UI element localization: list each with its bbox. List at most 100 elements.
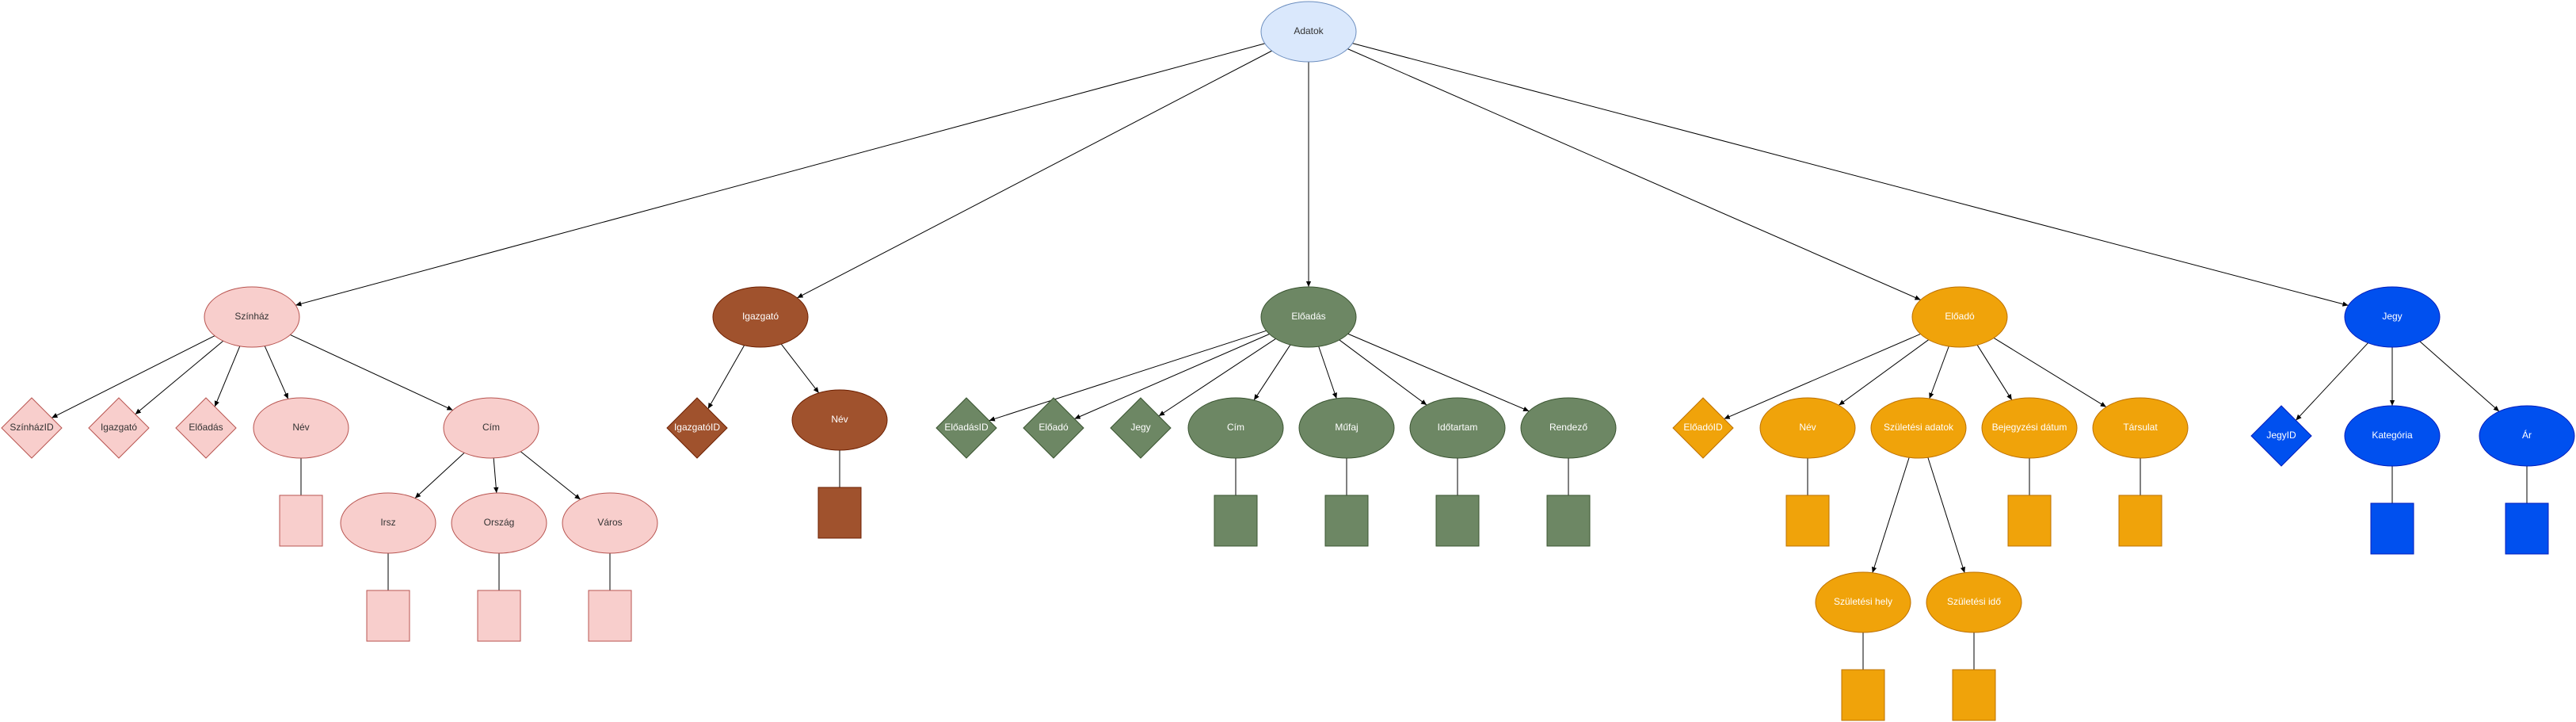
- entity-ellipse: [2344, 405, 2441, 467]
- entity-ellipse: [1981, 397, 2078, 459]
- entity-ellipse: [1520, 397, 1617, 459]
- edge-eloado-to-bejegyzesi: [1976, 345, 2013, 400]
- node-label: Ár: [2522, 429, 2532, 441]
- edge-igazgato-to-ig_nev: [780, 343, 820, 394]
- node-label: Adatok: [1294, 25, 1324, 36]
- edge-szinhaz-to-sz_eloadas: [214, 346, 241, 407]
- node-ar: Ár: [2479, 405, 2575, 467]
- node-label: JegyID: [2266, 430, 2296, 441]
- node-label: Név: [831, 414, 848, 425]
- edge-adatok-to-szinhaz: [295, 43, 1265, 307]
- node-eloado: Előadó: [1911, 286, 2008, 348]
- node-el_cim: Cím: [1187, 397, 1284, 459]
- entity-ellipse: [791, 389, 888, 451]
- entity-ellipse: [1260, 1, 1357, 63]
- node-label: Igazgató: [101, 422, 137, 433]
- node-tarsulat: Társulat: [2092, 397, 2189, 459]
- value-box: [2505, 502, 2549, 555]
- node-label: IgazgatóID: [674, 422, 720, 433]
- node-sz_igazgato: Igazgató: [88, 397, 150, 459]
- node-ig_nev_box: [817, 487, 862, 539]
- node-mufaj_box: [1324, 495, 1369, 547]
- key-diamond: [1023, 397, 1084, 459]
- edge-eloado-to-eo_nev: [1839, 339, 1929, 406]
- value-box: [1435, 495, 1480, 547]
- node-el_jegy: Jegy: [1110, 397, 1172, 459]
- edge-sz_cim-to-orszag: [493, 457, 499, 494]
- node-szul_ido: Születési idő: [1926, 571, 2022, 633]
- edge-szinhaz-to-szinhazid: [51, 335, 215, 418]
- node-orszag_box: [477, 590, 521, 642]
- entity-ellipse: [1926, 571, 2022, 633]
- node-kategoria_box: [2370, 502, 2414, 555]
- key-diamond: [1672, 397, 1734, 459]
- node-varos_box: [588, 590, 632, 642]
- node-ig_nev: Név: [791, 389, 888, 451]
- node-idotartam_box: [1435, 495, 1480, 547]
- node-irsz: Irsz: [340, 492, 436, 554]
- value-box: [817, 487, 862, 539]
- edge-eloadas-to-el_jegy: [1158, 338, 1276, 417]
- entity-ellipse: [1815, 571, 1911, 633]
- edge-eloado-to-szul_adatok: [1929, 346, 1949, 399]
- value-box: [1841, 669, 1885, 721]
- edge-szinhaz-to-sz_cim: [290, 334, 453, 411]
- key-diamond: [936, 397, 997, 459]
- edge-eloadas-to-el_cim: [1253, 344, 1291, 401]
- value-box: [279, 495, 323, 547]
- node-eloadoid: ElőadóID: [1672, 397, 1734, 459]
- entity-ellipse: [712, 286, 809, 348]
- entity-ellipse: [1759, 397, 1856, 459]
- entity-ellipse: [1260, 286, 1357, 348]
- entity-ellipse: [2479, 405, 2575, 467]
- value-box: [1785, 495, 1830, 547]
- entity-ellipse: [562, 492, 658, 554]
- node-el_cim_box: [1214, 495, 1258, 547]
- node-label: Cím: [1227, 422, 1244, 433]
- node-label: Előadás: [1291, 311, 1325, 322]
- edge-adatok-to-eloado: [1347, 48, 1921, 300]
- key-diamond: [1, 397, 63, 459]
- edge-eloado-to-eloadoid: [1724, 333, 1921, 419]
- node-irsz_box: [366, 590, 410, 642]
- edge-jegy-to-jegyid: [2295, 342, 2368, 421]
- value-box: [366, 590, 410, 642]
- key-diamond: [175, 397, 237, 459]
- node-label: Társulat: [2123, 422, 2158, 433]
- entity-ellipse: [340, 492, 436, 554]
- entity-ellipse: [1187, 397, 1284, 459]
- value-box: [2118, 495, 2163, 547]
- edge-szul_adatok-to-szul_hely: [1871, 457, 1910, 573]
- node-igazgatoid: IgazgatóID: [666, 397, 728, 459]
- node-bejegyzesi_box: [2007, 495, 2052, 547]
- node-label: Kategória: [2372, 430, 2413, 441]
- node-sz_eloadas: Előadás: [175, 397, 237, 459]
- node-idotartam: Időtartam: [1409, 397, 1506, 459]
- key-diamond: [88, 397, 150, 459]
- node-szinhaz: Színház: [204, 286, 300, 348]
- node-label: Jegy: [1130, 422, 1150, 433]
- entity-ellipse: [1870, 397, 1967, 459]
- node-label: Előadás: [189, 422, 223, 433]
- node-mufaj: Műfaj: [1298, 397, 1395, 459]
- node-label: Előadó: [1945, 311, 1975, 322]
- edge-eloadas-to-mufaj: [1318, 346, 1337, 399]
- edge-igazgato-to-igazgatoid: [707, 345, 745, 410]
- entity-ellipse: [1911, 286, 2008, 348]
- node-label: Irsz: [380, 517, 395, 528]
- node-label: Időtartam: [1438, 422, 1478, 433]
- key-diamond: [666, 397, 728, 459]
- value-box: [2007, 495, 2052, 547]
- node-bejegyzesi: Bejegyzési dátum: [1981, 397, 2078, 459]
- node-szul_hely_box: [1841, 669, 1885, 721]
- node-igazgato: Igazgató: [712, 286, 809, 348]
- edge-eloado-to-tarsulat: [1993, 338, 2107, 407]
- node-orszag: Ország: [451, 492, 547, 554]
- node-label: Név: [292, 422, 309, 433]
- node-sz_cim: Cím: [443, 397, 539, 459]
- node-label: Születési adatok: [1884, 422, 1954, 433]
- node-szul_adatok: Születési adatok: [1870, 397, 1967, 459]
- node-eloadasid: ElőadásID: [936, 397, 997, 459]
- entity-ellipse: [1409, 397, 1506, 459]
